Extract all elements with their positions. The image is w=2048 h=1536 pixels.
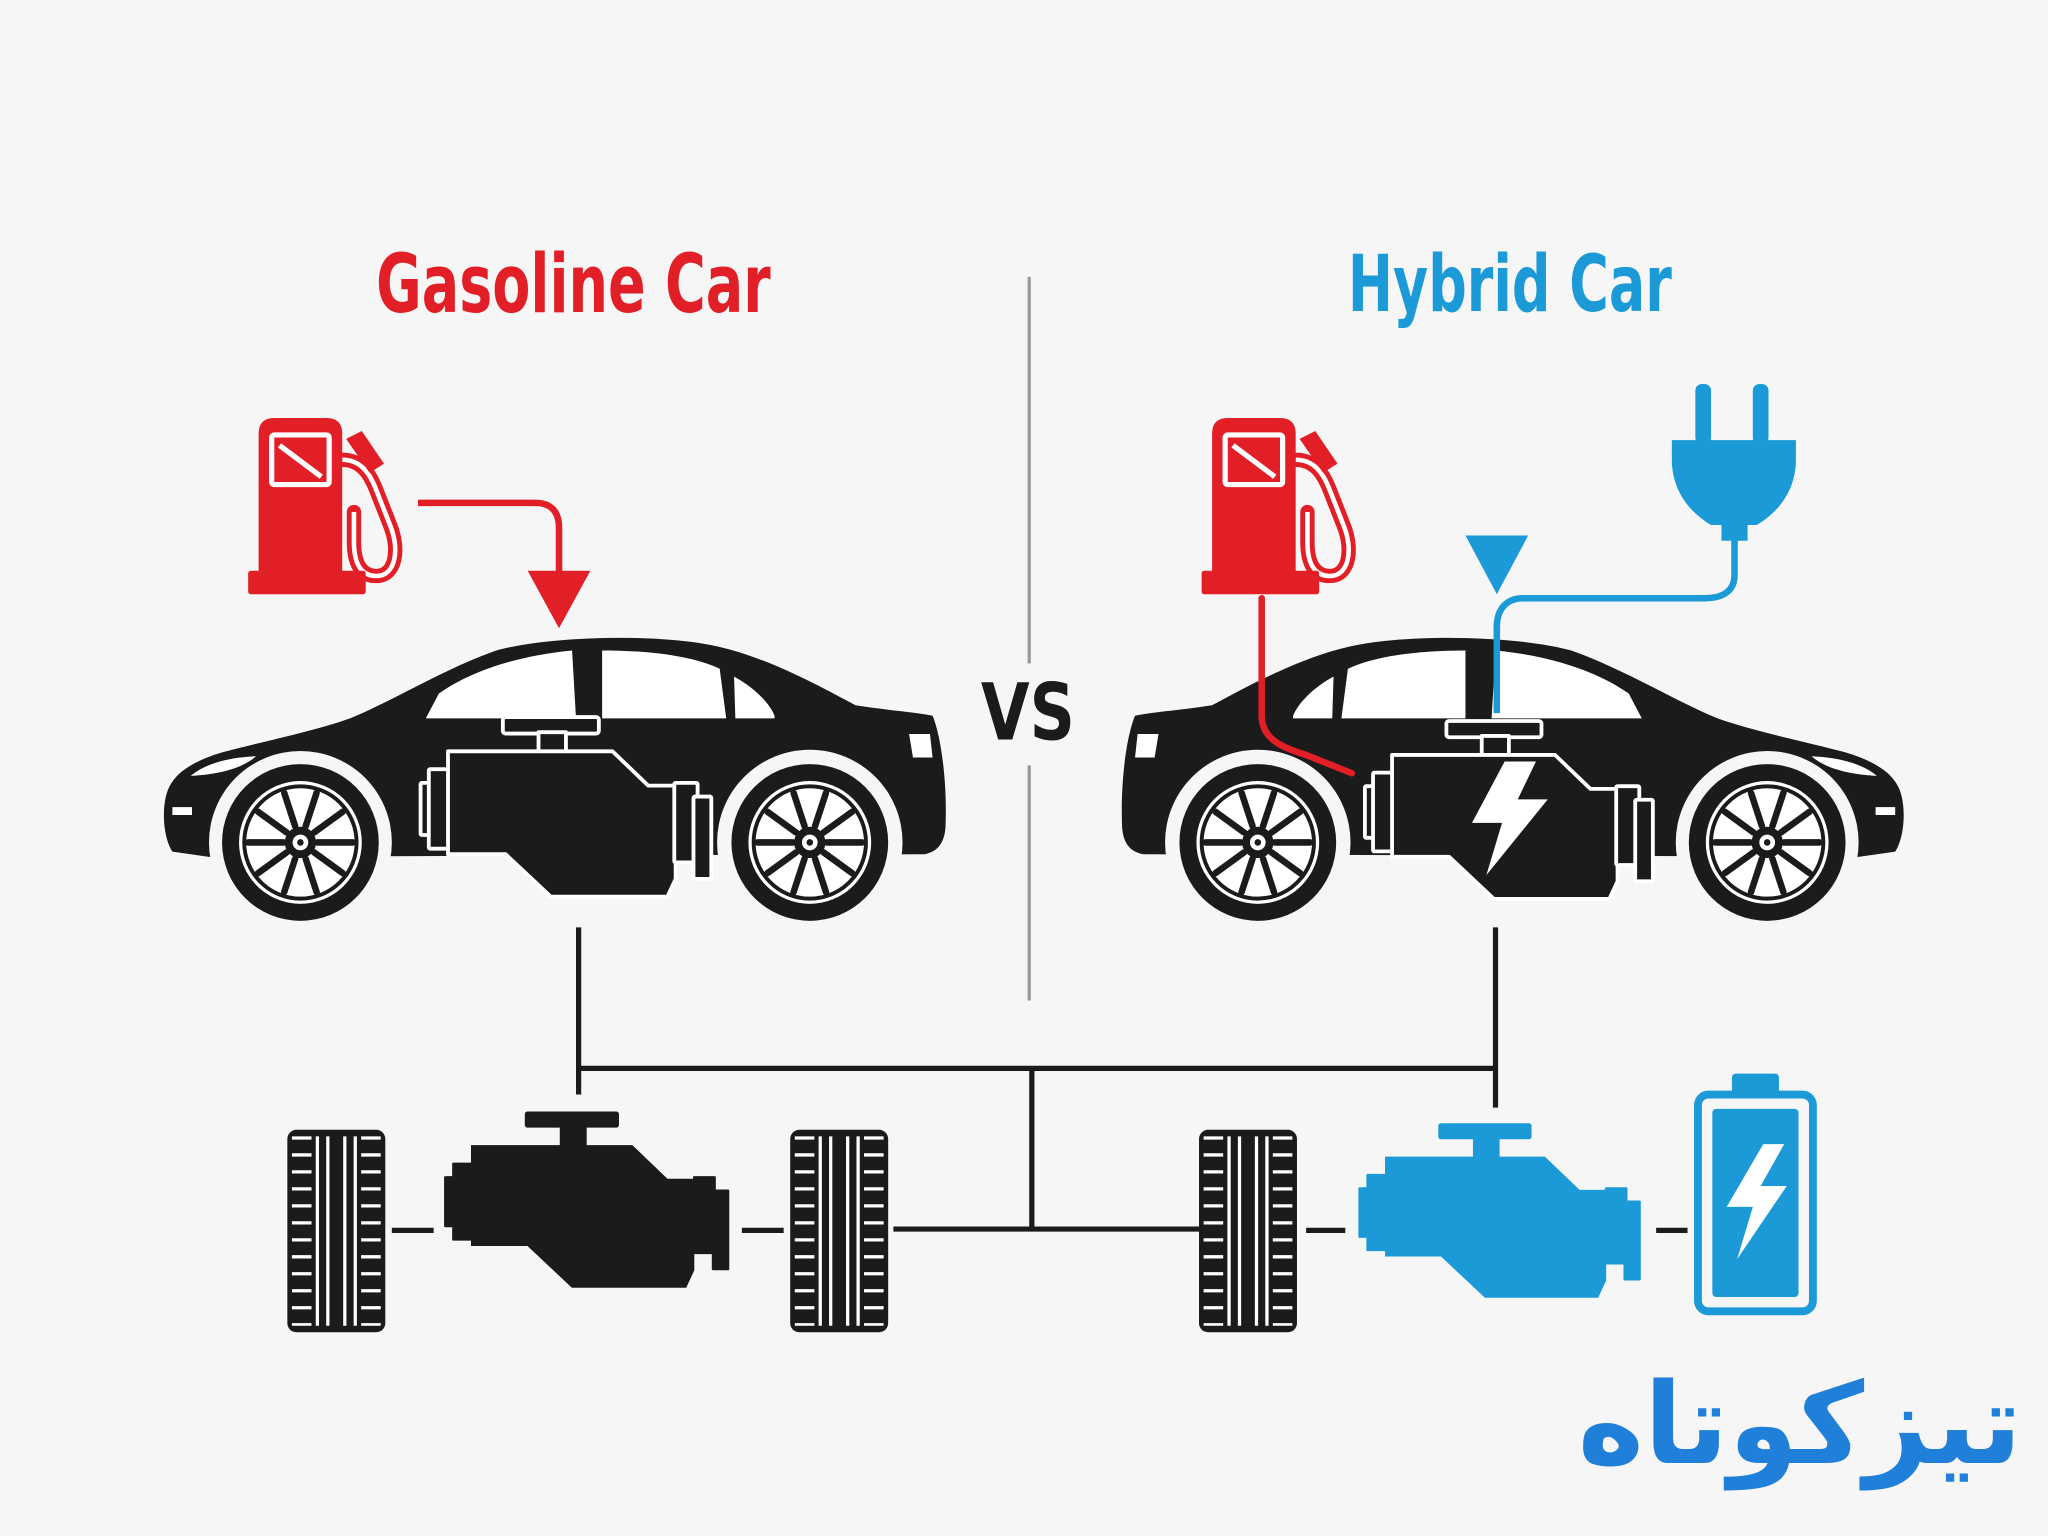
power-plug-icon <box>1671 384 1796 541</box>
drivetrain-connectors <box>391 927 1688 1233</box>
hybrid-car-title: Hybrid Car <box>1348 239 1672 330</box>
gasoline-car-title: Gasoline Car <box>376 238 770 332</box>
tire-icon <box>790 1130 888 1332</box>
battery-icon <box>1694 1073 1817 1316</box>
tire-icon <box>1199 1130 1297 1332</box>
plug-prong-right <box>1752 384 1769 445</box>
lightning-bolt-icon <box>1726 1144 1787 1260</box>
vs-label: VS <box>981 667 1075 758</box>
fuel-pump-icon <box>248 418 395 594</box>
battery-terminal <box>1731 1073 1779 1095</box>
battery-casing <box>1694 1090 1817 1316</box>
power-cable <box>1493 538 1738 714</box>
plug-body <box>1671 440 1796 526</box>
hybrid-fuel-pump-icon <box>1202 418 1349 594</box>
arrow-head-icon <box>527 570 591 629</box>
engine-icon <box>444 1111 730 1288</box>
plug-prong-left <box>1695 384 1712 445</box>
fuel-line <box>1258 594 1356 777</box>
tire-icon <box>287 1130 385 1332</box>
brand-logo: تیزکوتاه <box>1578 1360 2022 1491</box>
plug-stem <box>1721 522 1748 541</box>
flow-arrow-icon <box>417 499 563 575</box>
hybrid-engine-lightning-icon <box>1472 761 1548 876</box>
down-arrow-icon <box>1465 535 1529 595</box>
electric-engine-icon <box>1358 1123 1641 1298</box>
